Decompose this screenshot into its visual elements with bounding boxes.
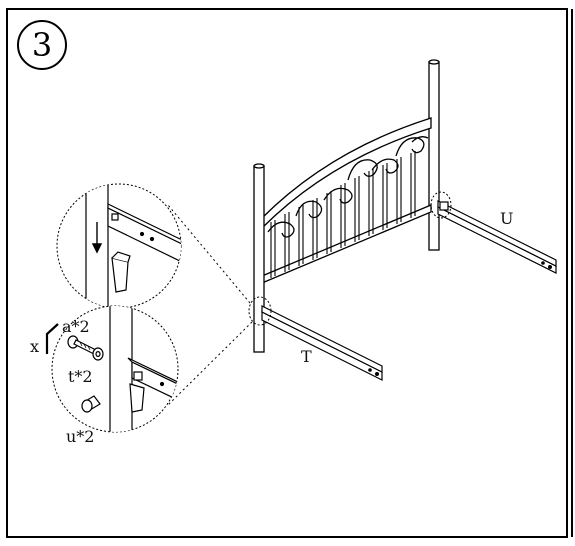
detail-callout-top [56, 183, 182, 309]
bolt-icon [67, 335, 97, 355]
allen-key-icon [45, 323, 59, 354]
headboard [253, 59, 440, 353]
arrow-down-icon [91, 222, 103, 254]
joint-highlight-left [248, 296, 272, 326]
joint-highlight-right [430, 191, 452, 219]
headboard-top-rail [261, 117, 432, 230]
detail-callout-bottom [51, 305, 179, 433]
label-rail-t: T [301, 347, 312, 366]
hardware-parts [45, 323, 104, 413]
label-tool-x: x [30, 337, 39, 356]
headboard-post-right [428, 61, 440, 251]
label-part-t: t*2 [68, 367, 93, 386]
side-rail-t [261, 305, 383, 381]
post-cap-right [428, 59, 440, 65]
headboard-scrollwork [267, 136, 429, 238]
step-number-badge: 3 [17, 20, 67, 70]
side-rail-u [437, 200, 557, 274]
label-part-u: u*2 [66, 427, 94, 446]
label-rail-u: U [500, 209, 513, 228]
washer-icon [92, 347, 104, 361]
label-part-a: a*2 [62, 317, 90, 336]
headboard-bars [270, 151, 416, 278]
barrel-nut-icon [81, 395, 101, 413]
post-cap-left [253, 163, 265, 169]
step-number-circle [17, 20, 67, 70]
step-number: 3 [32, 26, 52, 64]
callout-leaders [167, 204, 253, 406]
